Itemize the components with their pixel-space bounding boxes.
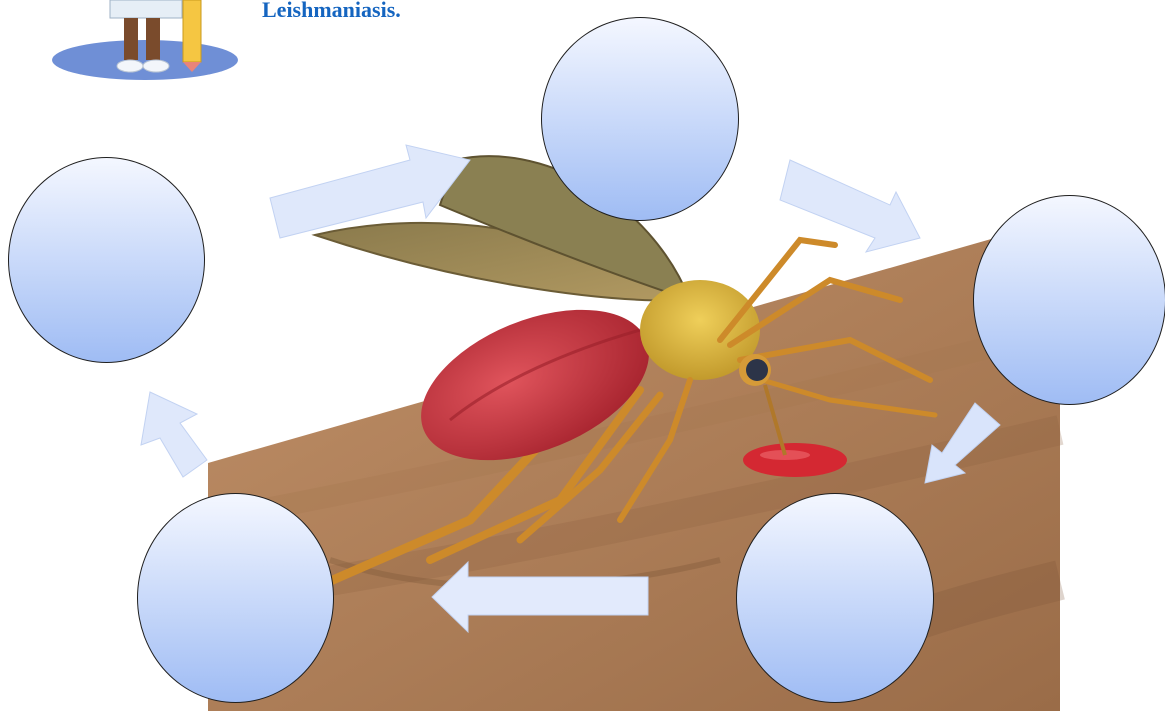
blood-drop <box>743 443 847 477</box>
doctor-illustration <box>52 0 238 80</box>
stage-circle-5 <box>137 493 334 703</box>
stage-circle-1 <box>8 157 205 363</box>
diagram-title: Leishmaniasis. <box>262 0 401 24</box>
arrow-5-to-1 <box>141 392 207 477</box>
stage-circle-4 <box>736 493 934 703</box>
stage-circle-3 <box>973 195 1165 405</box>
stage-circle-2 <box>541 17 739 221</box>
